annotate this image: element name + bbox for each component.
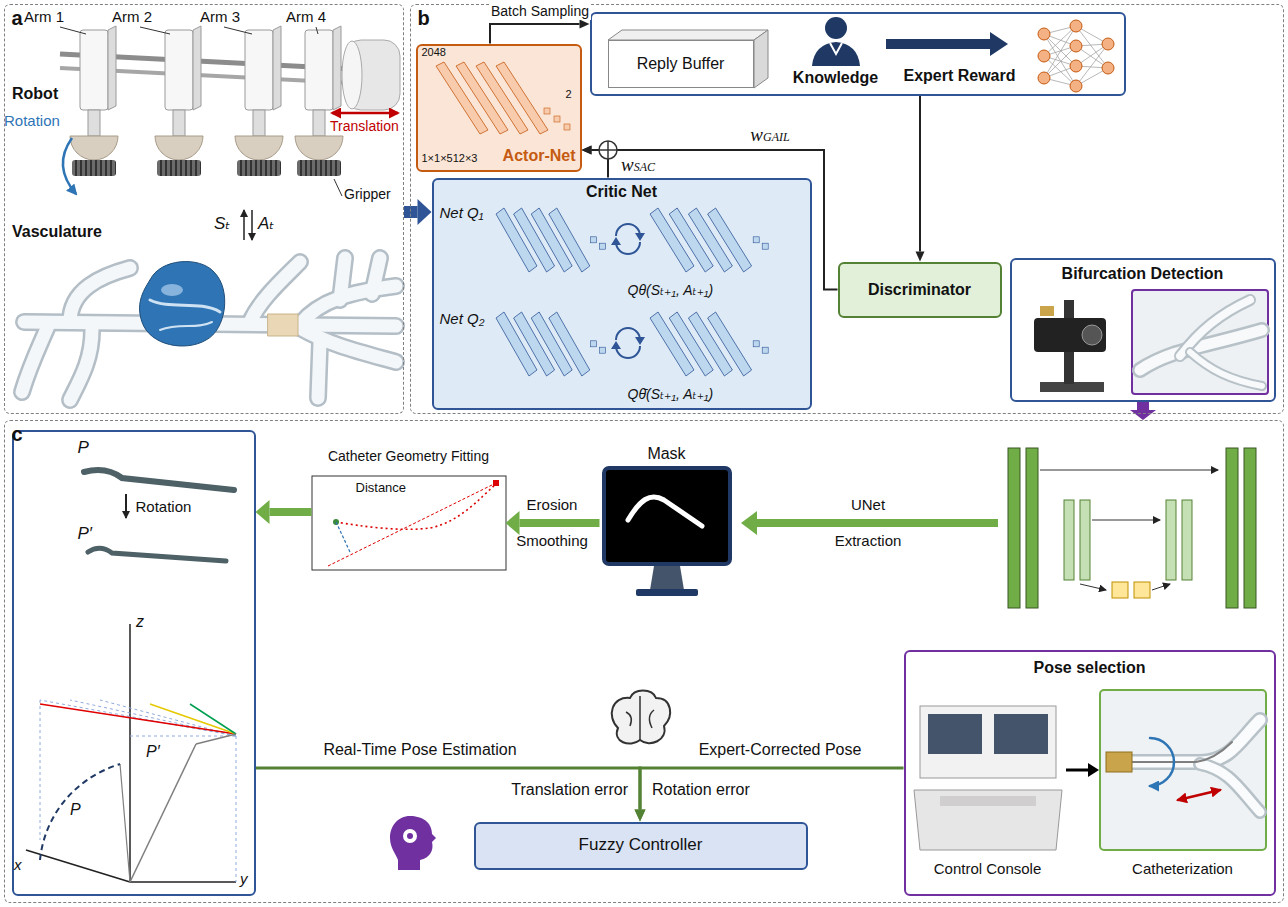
- network-box: 2048 2 1×1×512×3 Actor-Net: [416, 44, 582, 172]
- pose-box: P RotationP′: [12, 430, 256, 896]
- part-label: Arm 4: [286, 8, 326, 26]
- node-label: Reply Buffer: [637, 54, 725, 73]
- part-label: Rotation error: [652, 780, 750, 799]
- unet-illustration: [741, 448, 1256, 608]
- part-label: Erosion: [527, 496, 578, 514]
- node-label: Catheter Geometry Fitting: [328, 448, 489, 465]
- process-box: Discriminator: [838, 262, 1002, 318]
- node-label: Pose selection: [1033, 658, 1145, 677]
- panel-letter: a: [12, 6, 23, 30]
- node-label: 2: [566, 88, 572, 101]
- connector: [1137, 402, 1149, 411]
- node-label: Actor-Net: [503, 146, 576, 165]
- connector: [270, 508, 312, 516]
- part-label: Gripper: [344, 186, 391, 203]
- part-label: Robot: [12, 84, 58, 103]
- panel: cP RotationP′ Catheter Geometry FittingDis…: [4, 420, 1284, 903]
- edge-label: wGAIL: [748, 124, 791, 147]
- part-label: P: [70, 800, 81, 819]
- node-label: Control Console: [934, 860, 1042, 878]
- layer-stack-illustration: [432, 178, 812, 410]
- part-label: Arm 2: [112, 8, 152, 26]
- control-console-photo: [914, 706, 1099, 850]
- node-label: Distance: [356, 480, 407, 496]
- part-label: Rotation: [4, 112, 60, 130]
- node-label: Net Q₁: [440, 204, 484, 222]
- node-label: 1×1×512×3: [422, 152, 478, 165]
- part-label: z: [136, 612, 144, 631]
- plot-box: Catheter Geometry FittingDistance: [312, 446, 506, 570]
- edge-label: Real-Time Pose Estimation: [321, 740, 518, 759]
- doctor-icon: [812, 17, 860, 66]
- part-label: Translation: [330, 118, 399, 135]
- node-label: 2048: [422, 46, 446, 59]
- node-label: Qθ̄(Sₜ₊₁, Aₜ₊₁): [628, 386, 714, 403]
- panel-letter: b: [418, 6, 430, 30]
- edge-label: wSAC: [619, 154, 657, 177]
- part-label: Sₜ: [214, 214, 230, 234]
- vasculature-illustration: [22, 258, 396, 400]
- node-label: Knowledge: [793, 68, 878, 87]
- part-label: Vasculature: [12, 222, 102, 241]
- robot-illustration: [60, 26, 400, 240]
- part-label: P′: [146, 742, 160, 761]
- catheterization-photo: [1100, 690, 1266, 850]
- neural-net-icon: [1038, 20, 1114, 92]
- panel-letter: c: [12, 422, 23, 446]
- brain-icon: [612, 691, 670, 744]
- node-label: Critic Net: [586, 182, 657, 201]
- connector: [256, 768, 641, 810]
- connector: [640, 768, 904, 810]
- part-label: x: [14, 856, 22, 874]
- camera-photo: [1034, 290, 1268, 394]
- node-label: Fuzzy Controller: [579, 835, 703, 855]
- connector: [520, 519, 600, 527]
- part-label: Aₜ: [258, 214, 274, 234]
- node-label: Catheterization: [1132, 860, 1233, 878]
- network-box: Critic NetNet Q₁ Qθ(Sₜ₊₁, Aₜ₊₁) Net Q₂ Qθ̄(…: [432, 178, 812, 410]
- monitor-box: Mask: [600, 444, 734, 600]
- edge-label: Expert-Corrected Pose: [697, 740, 864, 759]
- node-label: Bifurcation Detection: [1062, 264, 1224, 283]
- buffer-box: Reply Buffer: [608, 40, 754, 88]
- node-label: Mask: [647, 444, 685, 463]
- node-label: P′: [78, 524, 93, 544]
- node-label: Qθ(Sₜ₊₁, Aₜ₊₁): [628, 282, 714, 299]
- catheter-pose-figure: [26, 470, 236, 882]
- node-label: Rotation: [136, 498, 192, 516]
- fitting-plot: [312, 476, 506, 570]
- node-label: P: [78, 438, 89, 458]
- node-label: Discriminator: [868, 280, 971, 299]
- part-label: Arm 1: [24, 8, 64, 26]
- monitor-icon: [604, 468, 730, 596]
- node-label: Expert Reward: [903, 66, 1015, 85]
- connector: [490, 24, 580, 44]
- part-label: y: [240, 870, 248, 888]
- part-label: Smoothing: [516, 532, 588, 550]
- knowledge-arrow: [886, 32, 1008, 56]
- panel: a: [4, 4, 404, 414]
- panel: bKnowledgeExpert RewardReply Buffer20482…: [410, 4, 1284, 414]
- selection-box: Pose selectionControl Console Catheteriza…: [904, 650, 1276, 896]
- part-label: Extraction: [835, 532, 902, 550]
- gear-head-icon: [390, 816, 436, 870]
- node-label: Net Q₂: [440, 310, 485, 328]
- expert-box: Knowledge Expert Reward Reply Buffer: [590, 12, 1126, 96]
- part-label: Arm 3: [200, 8, 240, 26]
- process-box: Fuzzy Controller: [474, 822, 808, 870]
- part-label: UNet: [851, 496, 885, 514]
- reply-buffer-faces: [608, 30, 768, 88]
- part-label: Translation error: [511, 780, 628, 799]
- edge-label: Batch Sampling: [489, 3, 591, 20]
- detection-box: Bifurcation Detection: [1010, 258, 1276, 402]
- connector: [919, 96, 921, 252]
